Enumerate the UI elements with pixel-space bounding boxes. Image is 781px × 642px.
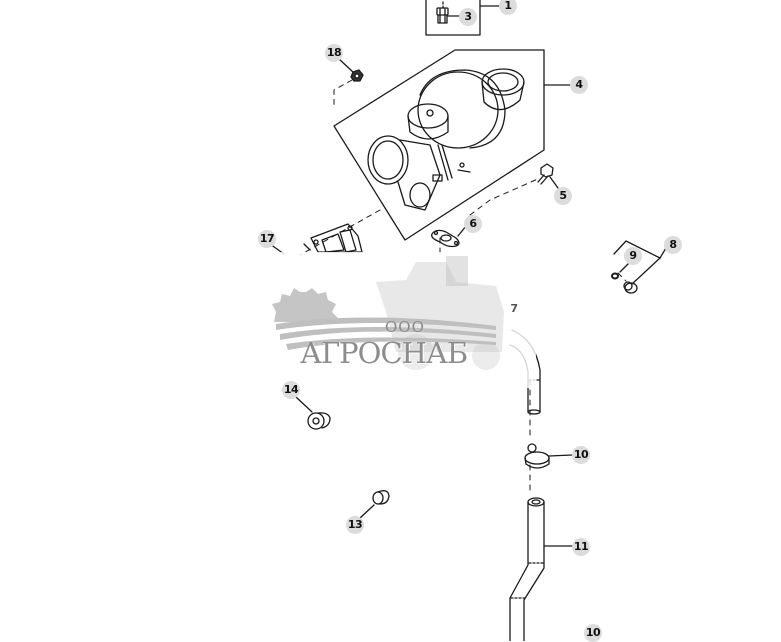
callout-part-18[interactable]: 18 xyxy=(325,44,343,62)
watermark-company-name: АГРОСНАБ xyxy=(300,336,468,370)
part-1-group-box[interactable] xyxy=(425,0,500,36)
part-5-bolt[interactable] xyxy=(537,163,559,189)
callout-part-4[interactable]: 4 xyxy=(570,76,588,94)
callout-part-6[interactable]: 6 xyxy=(464,215,482,233)
callout-part-10-lower[interactable]: 10 xyxy=(584,624,602,642)
callout-part-14[interactable]: 14 xyxy=(282,381,300,399)
watermark-logo-icon xyxy=(272,256,504,370)
part-14-bushing[interactable] xyxy=(295,396,331,430)
callout-part-3[interactable]: 3 xyxy=(459,8,477,26)
callout-part-8[interactable]: 8 xyxy=(664,236,682,254)
part-18-nut[interactable] xyxy=(337,57,364,82)
callout-part-13[interactable]: 13 xyxy=(346,516,364,534)
callout-part-5[interactable]: 5 xyxy=(554,187,572,205)
part-10-hose-clamp-upper[interactable] xyxy=(524,443,573,469)
part-11-hose[interactable] xyxy=(509,497,573,641)
watermark-panel xyxy=(246,252,536,388)
watermark-prefix: ООО xyxy=(385,318,425,336)
callout-part-10-upper[interactable]: 10 xyxy=(572,446,590,464)
part-3-fitting[interactable] xyxy=(436,1,460,24)
part-4-turbocharger[interactable] xyxy=(333,49,571,241)
callout-part-7[interactable]: 7 xyxy=(510,302,518,315)
callout-part-9[interactable]: 9 xyxy=(624,247,642,265)
callout-part-17[interactable]: 17 xyxy=(258,230,276,248)
part-8-plug[interactable] xyxy=(613,240,667,294)
part-13-cap[interactable] xyxy=(359,490,390,519)
part-17-manifold-gasket[interactable] xyxy=(269,223,363,255)
callout-part-11[interactable]: 11 xyxy=(572,538,590,556)
callout-part-1[interactable]: 1 xyxy=(499,0,517,15)
part-6-gasket[interactable] xyxy=(431,225,467,248)
